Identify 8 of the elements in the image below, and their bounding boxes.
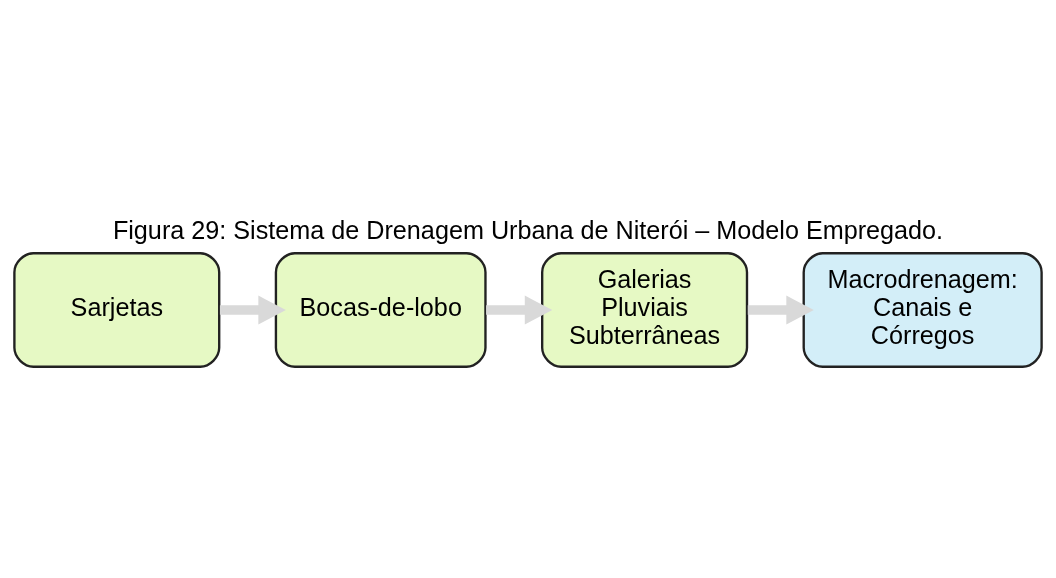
diagram-title: Figura 29: Sistema de Drenagem Urbana de Niterói – Modelo Empregado.: [112, 215, 944, 244]
node-box: Bocas-de-lobo: [274, 251, 487, 368]
arrow: [486, 295, 553, 324]
arrow: [219, 295, 286, 324]
node-box: Sarjetas: [13, 251, 221, 368]
node-box: Galerias Pluviais Subterrâneas: [541, 251, 749, 368]
arrow: [747, 295, 814, 324]
node-box: Macrodrenagem: Canais e Córregos: [802, 251, 1043, 368]
